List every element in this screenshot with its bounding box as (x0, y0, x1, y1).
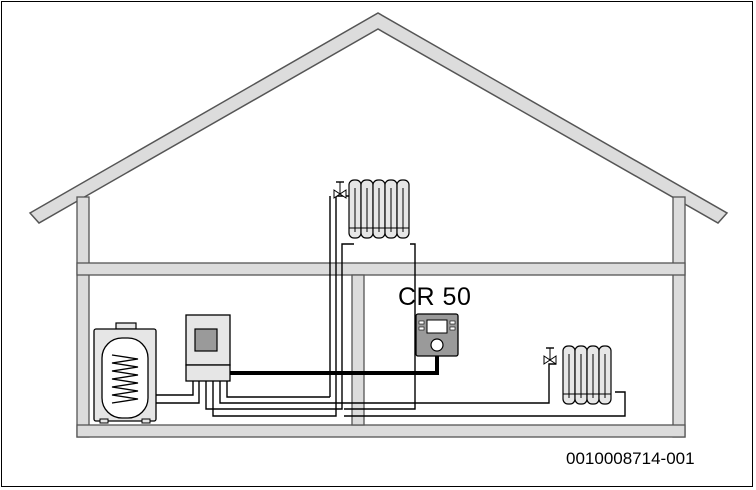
heat-pump-unit (185, 314, 231, 382)
pipework (156, 195, 626, 417)
cr50-controller (415, 313, 459, 357)
controller-label: CR 50 (398, 283, 472, 311)
figure-id: 0010008714-001 (566, 449, 695, 468)
valve-icon (543, 347, 557, 365)
roof (28, 12, 729, 224)
control-cable (230, 355, 439, 375)
valve-icon (333, 181, 347, 199)
hot-water-cylinder (93, 322, 157, 424)
radiator-lower (543, 345, 612, 405)
coil-icon (111, 354, 139, 404)
house-walls (76, 196, 686, 438)
radiator-upper (333, 179, 410, 239)
